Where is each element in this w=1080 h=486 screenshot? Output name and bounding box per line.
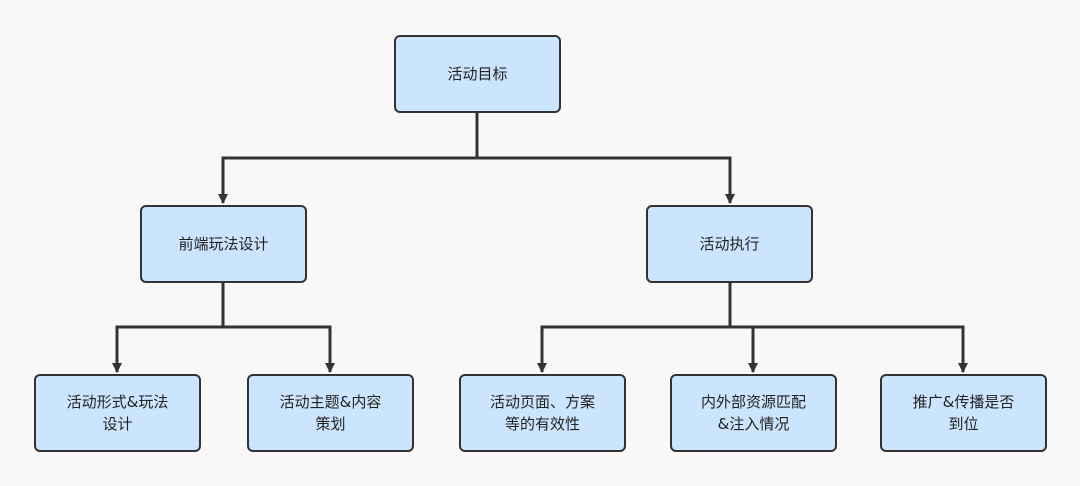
node-frontend-gameplay-design: 前端玩法设计 bbox=[140, 205, 307, 283]
node-label: 活动页面、方案 等的有效性 bbox=[489, 393, 595, 433]
node-format-gameplay-design: 活动形式&玩法 设计 bbox=[34, 374, 201, 452]
connector-root-to-frontend-design bbox=[218, 113, 479, 204]
node-theme-content-planning: 活动主题&内容 策划 bbox=[247, 374, 414, 452]
node-resource-matching: 内外部资源匹配 &注入情况 bbox=[670, 374, 837, 452]
node-activity-goal: 活动目标 bbox=[394, 35, 561, 113]
connector-frontend-to-format-gameplay bbox=[112, 283, 225, 373]
node-label: 内外部资源匹配 &注入情况 bbox=[700, 393, 806, 433]
connector-execution-to-resource-matching bbox=[728, 283, 758, 373]
connector-execution-to-page-effectiveness bbox=[537, 283, 732, 373]
node-label: 活动主题&内容 策划 bbox=[279, 393, 382, 433]
node-promotion-spread: 推广&传播是否 到位 bbox=[880, 374, 1047, 452]
node-label: 活动目标 bbox=[447, 65, 508, 83]
connector-frontend-to-theme-content bbox=[223, 325, 335, 373]
node-label: 活动执行 bbox=[699, 235, 760, 253]
node-activity-execution: 活动执行 bbox=[646, 205, 813, 283]
node-label: 活动形式&玩法 设计 bbox=[66, 393, 169, 433]
connector-root-to-activity-execution bbox=[477, 156, 735, 204]
node-label: 前端玩法设计 bbox=[178, 235, 269, 253]
node-page-plan-effectiveness: 活动页面、方案 等的有效性 bbox=[459, 374, 626, 452]
node-label: 推广&传播是否 到位 bbox=[912, 393, 1015, 433]
connector-execution-to-promotion bbox=[753, 325, 968, 373]
